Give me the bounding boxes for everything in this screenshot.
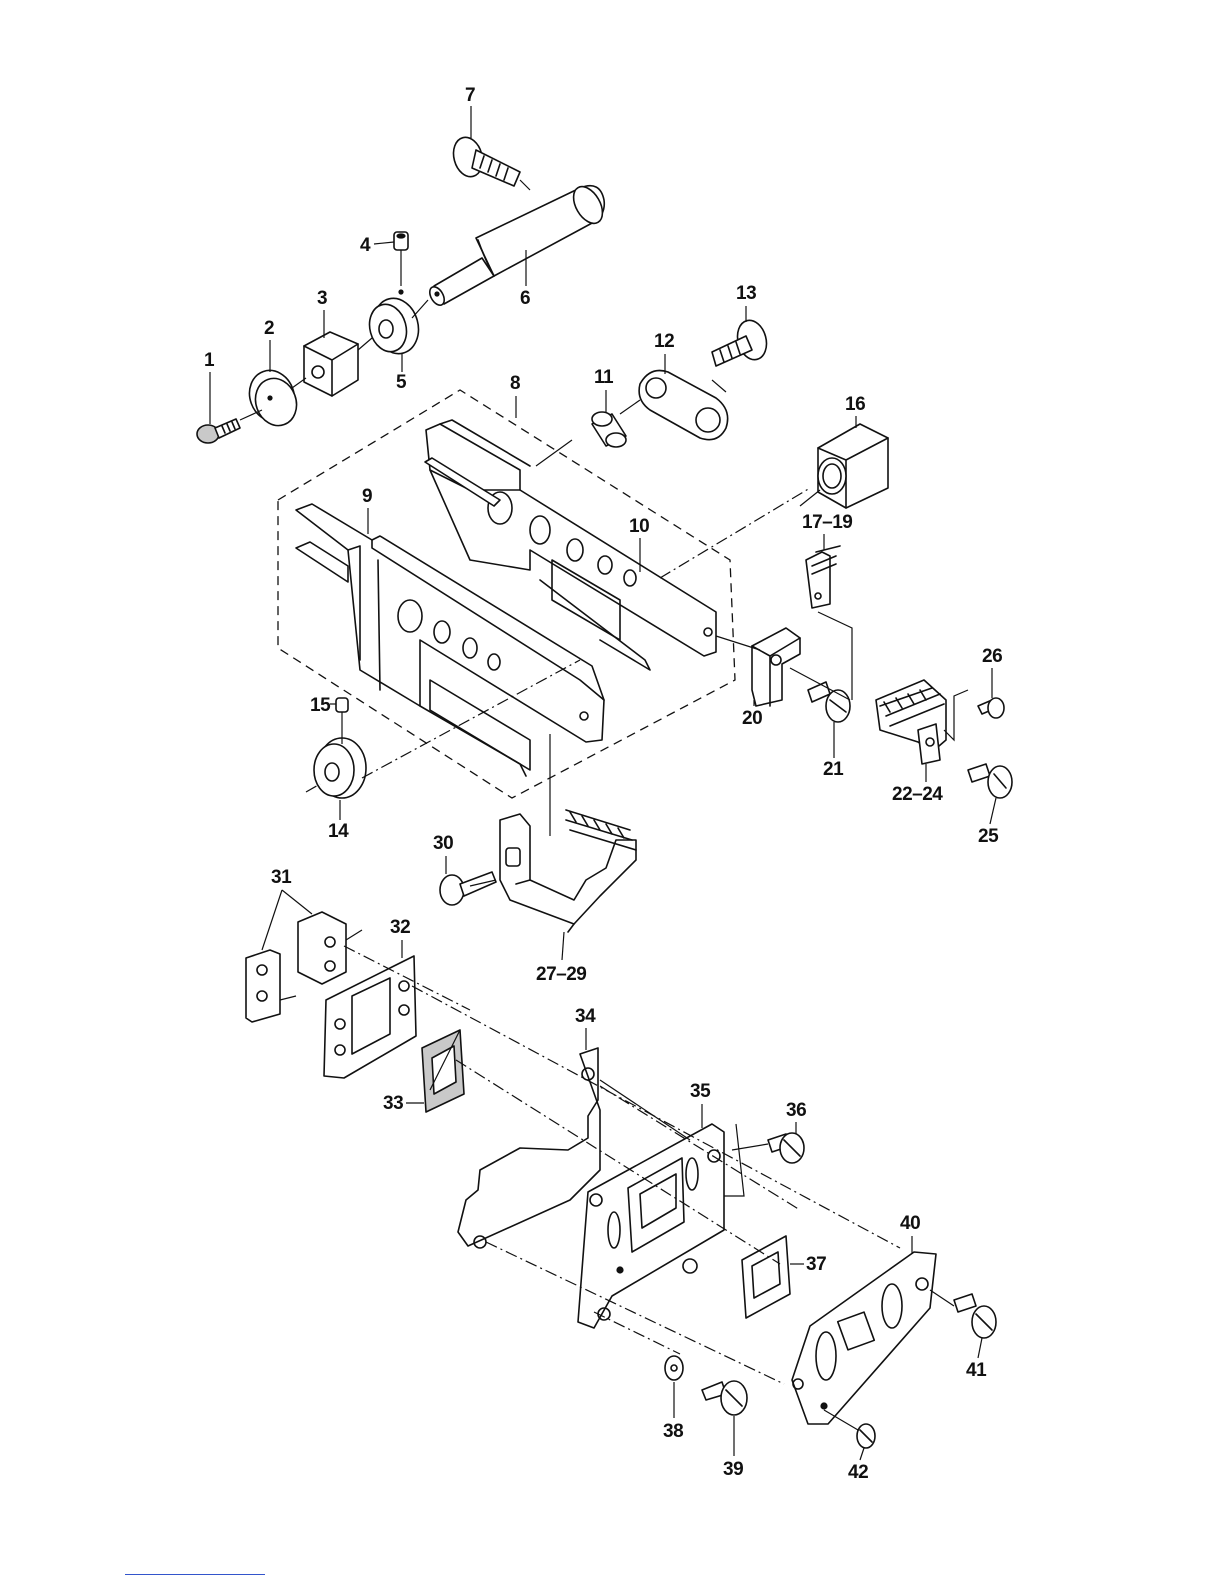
feed-dog-part-27-29 (500, 810, 636, 932)
plate-part-37 (742, 1236, 790, 1318)
shaft-part-6 (427, 182, 609, 308)
screw-part-30 (440, 872, 496, 905)
plate-part-40 (792, 1252, 936, 1424)
collar-part-14 (314, 738, 366, 798)
label-part-42: 42 (848, 1462, 868, 1483)
label-part-9: 9 (362, 486, 372, 507)
label-part-1: 1 (204, 350, 215, 371)
block-part-16 (818, 424, 888, 508)
label-part-37: 37 (806, 1254, 826, 1275)
label-part-41: 41 (966, 1360, 987, 1381)
feed-dog-part-17-19 (806, 546, 840, 608)
plate-part-31-a (246, 950, 280, 1022)
washer-part-38 (665, 1356, 683, 1380)
screw-part-36 (768, 1133, 804, 1163)
washer-part-2 (242, 364, 303, 431)
label-part-5: 5 (396, 372, 407, 393)
label-part-6: 6 (520, 288, 530, 309)
label-part-15: 15 (310, 695, 331, 716)
collar-part-5 (364, 293, 424, 358)
screw-part-39 (702, 1381, 747, 1415)
screw-part-41 (954, 1294, 996, 1338)
feed-dog-part-22-24 (876, 680, 946, 764)
setscrew-part-15 (336, 698, 348, 744)
label-part-12: 12 (654, 331, 674, 352)
screw-part-42 (857, 1424, 875, 1448)
screw-part-1 (197, 419, 240, 443)
label-part-33: 33 (383, 1093, 403, 1114)
plate-part-31-b (298, 912, 346, 984)
label-part-4: 4 (360, 235, 371, 256)
label-part-25: 25 (978, 826, 999, 847)
label-part-7: 7 (465, 85, 475, 106)
label-part-26: 26 (982, 646, 1002, 667)
block-part-3 (304, 332, 358, 396)
label-part-35: 35 (690, 1081, 711, 1102)
label-part-11: 11 (594, 367, 614, 388)
label-part-30: 30 (433, 833, 453, 854)
screw-part-7 (449, 134, 520, 186)
plate-part-33 (422, 1030, 464, 1112)
screw-part-21 (808, 682, 850, 722)
label-part-3: 3 (317, 288, 327, 309)
label-part-8: 8 (510, 373, 520, 394)
screw-part-13 (712, 317, 771, 366)
label-part-36: 36 (786, 1100, 806, 1121)
label-part-13: 13 (736, 283, 756, 304)
screw-part-26 (978, 698, 1004, 718)
label-part-17-19: 17–19 (802, 512, 852, 533)
label-part-20: 20 (742, 708, 762, 729)
label-part-39: 39 (723, 1459, 743, 1480)
bushing-part-11 (592, 412, 626, 447)
screw-part-25 (968, 764, 1012, 798)
label-part-38: 38 (663, 1421, 683, 1442)
bracket-part-34 (458, 1048, 600, 1248)
label-part-40: 40 (900, 1213, 920, 1234)
link-part-12 (639, 371, 728, 440)
holder-part-20 (752, 628, 800, 706)
label-part-34: 34 (575, 1006, 596, 1027)
label-part-27-29: 27–29 (536, 964, 586, 985)
label-part-22-24: 22–24 (892, 784, 943, 805)
label-part-21: 21 (823, 759, 844, 780)
label-part-16: 16 (845, 394, 865, 415)
label-part-10: 10 (629, 516, 649, 537)
label-part-32: 32 (390, 917, 410, 938)
label-part-31: 31 (271, 867, 292, 888)
setscrew-part-4 (394, 232, 408, 294)
footer-underline (125, 1574, 265, 1575)
label-part-14: 14 (328, 821, 349, 842)
label-part-2: 2 (264, 318, 274, 339)
